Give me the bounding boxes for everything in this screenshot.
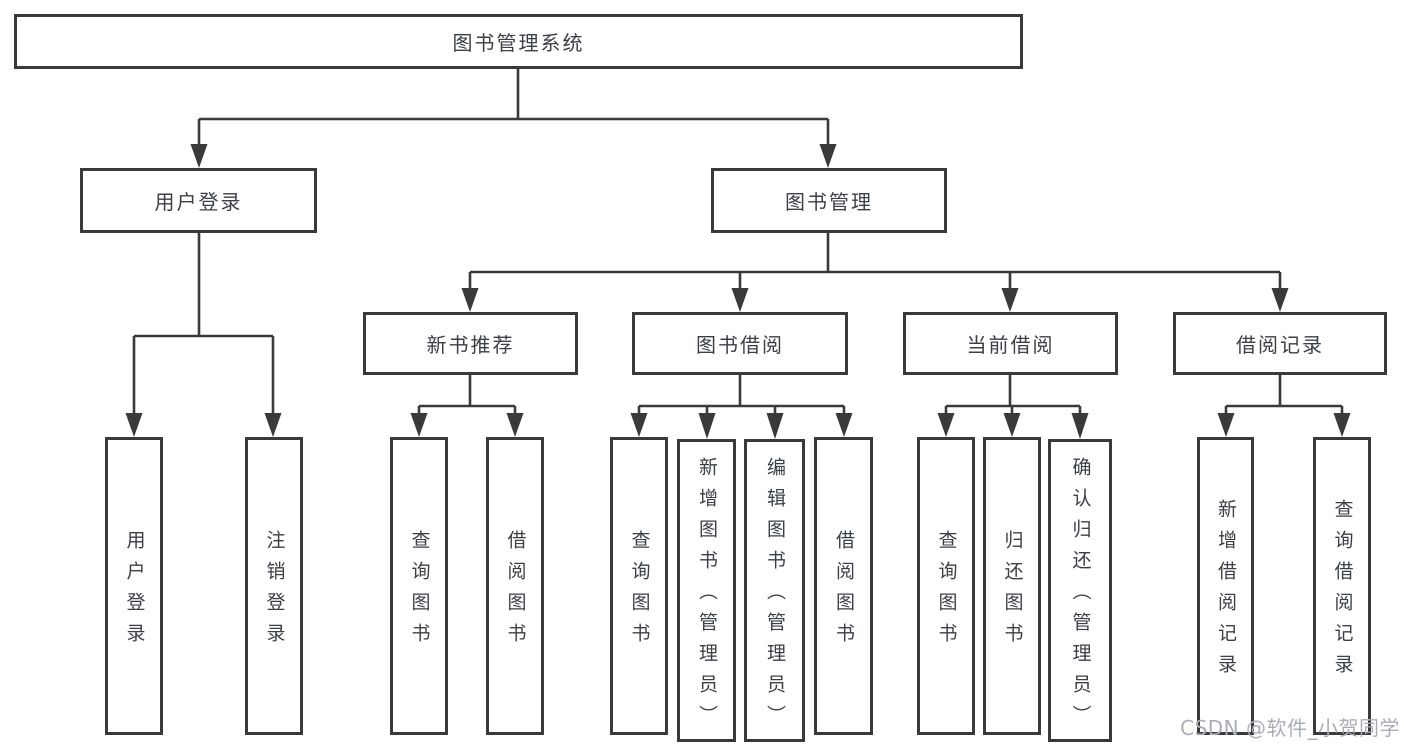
leaf-query-book-3-label: 查询图书: [935, 530, 958, 654]
leaf-borrow-book-2-label: 借阅图书: [833, 530, 855, 654]
node-borrow-record: 借阅记录: [1173, 312, 1387, 375]
leaf-return-book-label: 归还图书: [1001, 530, 1024, 654]
leaf-edit-book-admin: 编辑图书（管理员）: [744, 439, 805, 742]
watermark: CSDN @软件_小贺同学: [1180, 716, 1400, 740]
leaf-add-borrow-record-label: 新增借阅记录: [1215, 499, 1237, 685]
node-current-borrow: 当前借阅: [903, 312, 1118, 375]
leaf-query-book-2-label: 查询图书: [628, 530, 651, 654]
node-new-book-recommend: 新书推荐: [363, 312, 578, 375]
node-user-login: 用户登录: [80, 168, 317, 233]
leaf-query-borrow-record-label: 查询借阅记录: [1331, 499, 1354, 685]
leaf-confirm-return-admin: 确认归还（管理员）: [1048, 439, 1112, 742]
leaf-confirm-return-admin-label: 确认归还（管理员）: [1069, 457, 1092, 736]
leaf-logout-label: 注销登录: [263, 530, 286, 654]
connector-borrow-record-branch: [1217, 375, 1351, 437]
leaf-query-borrow-record: 查询借阅记录: [1313, 437, 1371, 735]
leaf-borrow-book-2: 借阅图书: [814, 437, 873, 735]
leaf-borrow-book-1: 借阅图书: [486, 437, 544, 735]
leaf-user-login: 用户登录: [105, 437, 163, 735]
leaf-query-book-3: 查询图书: [917, 437, 975, 735]
leaf-query-book-2: 查询图书: [610, 437, 668, 735]
leaf-borrow-book-1-label: 借阅图书: [504, 530, 527, 654]
leaf-add-borrow-record: 新增借阅记录: [1197, 437, 1254, 735]
connector-book-mgmt-to-level3: [461, 233, 1289, 312]
leaf-edit-book-admin-label: 编辑图书（管理员）: [764, 457, 786, 736]
node-book-management: 图书管理: [711, 168, 947, 233]
connector-book-borrow-branch: [630, 375, 853, 439]
leaf-query-book-1-label: 查询图书: [408, 530, 431, 654]
connector-user-login-branch: [125, 233, 282, 437]
node-book-borrow: 图书借阅: [632, 312, 848, 375]
leaf-add-book-admin-label: 新增图书（管理员）: [696, 457, 718, 736]
leaf-add-book-admin: 新增图书（管理员）: [677, 439, 736, 742]
connector-new-book-rec-branch: [410, 375, 524, 437]
node-root-system: 图书管理系统: [14, 14, 1023, 69]
connector-current-borrow-branch: [937, 375, 1089, 439]
connector-root-to-level2: [190, 69, 837, 168]
leaf-return-book: 归还图书: [983, 437, 1041, 735]
leaf-logout: 注销登录: [245, 437, 303, 735]
leaf-user-login-label: 用户登录: [123, 530, 146, 654]
leaf-query-book-1: 查询图书: [390, 437, 448, 735]
